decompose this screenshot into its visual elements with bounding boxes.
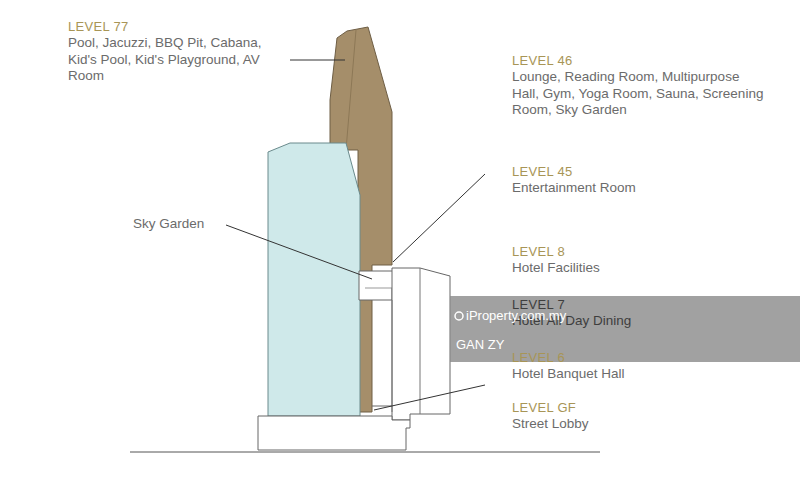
level-heading: LEVEL GF: [512, 400, 782, 417]
level-description: Entertainment Room: [512, 180, 782, 197]
level-heading: LEVEL 8: [512, 244, 782, 261]
leader-line: [374, 385, 485, 410]
leader-line: [393, 174, 485, 262]
watermark: GAN ZY: [456, 337, 656, 354]
level-heading: LEVEL 6: [512, 350, 782, 367]
level-heading: LEVEL 45: [512, 164, 782, 181]
level-description: Lounge, Reading Room, Multipurpose Hall,…: [512, 69, 770, 119]
level-description: Pool, Jacuzzi, BBQ Pit, Cabana, Kid's Po…: [68, 35, 268, 85]
level-heading: LEVEL 46: [512, 53, 782, 70]
watermark-band: [450, 296, 800, 362]
leader-line: [290, 60, 345, 61]
leader-line: [226, 225, 372, 279]
level-description: Street Lobby: [512, 416, 782, 433]
hotel-block: [392, 268, 450, 420]
podium-base: [258, 416, 410, 450]
tower-edge: [346, 30, 356, 150]
ground-line: [130, 452, 600, 453]
callout-label: Sky Garden: [133, 216, 233, 233]
level-description: Hotel Banquet Hall: [512, 366, 782, 383]
blue-tower: [268, 143, 360, 416]
level-heading: LEVEL 77: [68, 19, 268, 36]
watermark: iProperty.com.my: [466, 308, 666, 325]
watermark-icon: [455, 312, 463, 320]
level-description: Hotel Facilities: [512, 260, 782, 277]
